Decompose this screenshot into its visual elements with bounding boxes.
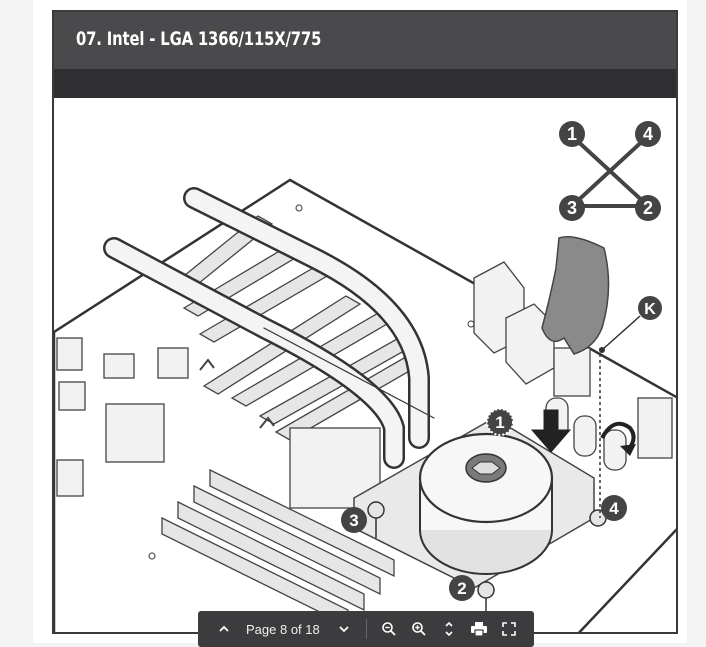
- tightening-sequence-diagram: 1 4 3 2: [559, 121, 661, 221]
- toolbar-divider: [365, 619, 367, 639]
- chevron-down-icon[interactable]: [332, 617, 356, 641]
- ram-slots: [161, 468, 395, 628]
- pump-head: [418, 432, 554, 575]
- fullscreen-icon[interactable]: [497, 617, 521, 641]
- coolant-tubes: [103, 187, 435, 469]
- sequence-label-3: 3: [567, 198, 577, 218]
- sequence-label-4: 4: [643, 124, 653, 144]
- step-marker-2: 2: [457, 579, 466, 598]
- step-marker-4: 4: [609, 499, 619, 518]
- section-header: 07. Intel - LGA 1366/115X/775: [54, 12, 676, 69]
- document-page: 07. Intel - LGA 1366/115X/775: [52, 10, 678, 634]
- installation-diagram: 1 4 3 2 K 1 2 3 4: [54, 121, 676, 632]
- page-indicator: Page 8 of 18: [246, 621, 320, 637]
- step-marker-1: 1: [495, 413, 504, 432]
- sequence-label-2: 2: [643, 198, 653, 218]
- zoom-out-icon[interactable]: [377, 617, 401, 641]
- press-down-arrow: [530, 409, 572, 453]
- fit-vertical-icon[interactable]: [437, 617, 461, 641]
- step-marker-3: 3: [349, 511, 358, 530]
- zoom-in-icon[interactable]: [407, 617, 431, 641]
- sequence-label-1: 1: [567, 124, 577, 144]
- svg-text:K: K: [644, 301, 656, 318]
- hand-illustration: [541, 236, 610, 518]
- section-title: 07. Intel - LGA 1366/115X/775: [76, 28, 322, 50]
- chevron-up-icon[interactable]: [212, 617, 236, 641]
- part-label-k: K: [599, 296, 662, 353]
- print-icon[interactable]: [467, 617, 491, 641]
- rotate-arrow: [600, 421, 636, 452]
- pdf-viewer-toolbar: Page 8 of 18: [198, 611, 534, 647]
- section-subheader-bar: [54, 69, 676, 98]
